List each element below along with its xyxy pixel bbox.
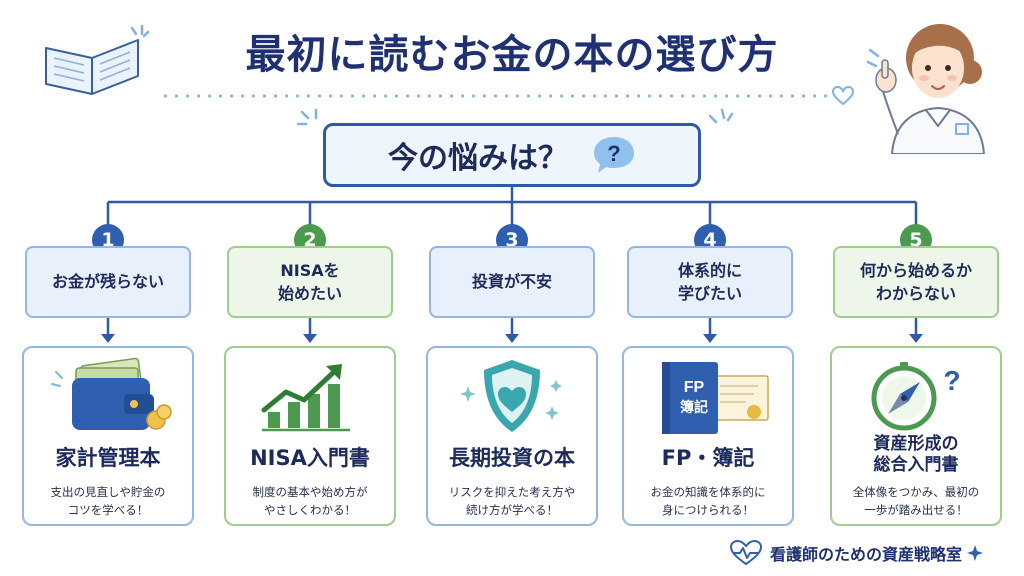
sparkle-lines: [708, 108, 734, 124]
footer-brand-text: 看護師のための資産戦略室: [770, 545, 963, 564]
dotted-divider: [160, 94, 830, 98]
book-type-4: FP・簿記: [661, 446, 755, 470]
book-card-5: ? 資産形成の 総合入門書 全体像をつかみ、最初の 一歩が踏み出せる！: [830, 346, 1002, 526]
book-description-3: リスクを抑えた考え方や 続け方が学べる！: [448, 485, 576, 517]
wallet-icon: [51, 357, 172, 430]
question-text: 今の悩みは？: [388, 141, 568, 176]
fp-label-line2: 簿記: [680, 399, 708, 416]
page-title: 最初に読むお金の本の選び方: [245, 32, 779, 78]
book-type-3: 長期投資の本: [449, 446, 575, 470]
compass-icon: ?: [871, 362, 961, 431]
book-description-1: 支出の見直しや貯金の コツを学べる！: [50, 485, 166, 517]
question-box: 今の悩みは？ ?: [323, 123, 701, 187]
book-description-2: 制度の基本や始め方が やさしくわかる！: [252, 485, 368, 517]
fp-book-icon: FP 簿記: [662, 362, 769, 434]
footer-brand: 看護師のための資産戦略室: [728, 538, 1012, 568]
book-card-3: 長期投資の本 リスクを抑えた考え方や 続け方が学べる！: [426, 346, 598, 526]
book-card-2: NISA入門書 制度の基本や始め方が やさしくわかる！: [224, 346, 396, 526]
fp-label-line1: FP: [684, 379, 705, 396]
compass-question-mark: ?: [943, 365, 960, 396]
question-bubble-icon: ?: [594, 137, 634, 173]
sparkle-lines: [296, 108, 318, 126]
growth-chart-icon: [261, 364, 350, 432]
category-box-1: お金が残らない: [25, 246, 191, 318]
book-card-4: FP 簿記 FP・簿記 お金の知識を体系的に 身につけられる！: [622, 346, 794, 526]
book-type-5: 資産形成の 総合入門書: [873, 434, 959, 476]
category-box-2: NISAを 始めたい: [227, 246, 393, 318]
nurse-illustration: [866, 24, 986, 154]
heart-icon: [832, 86, 854, 106]
category-box-5: 何から始めるか わからない: [833, 246, 999, 318]
category-box-4: 体系的に 学びたい: [627, 246, 793, 318]
book-description-5: 全体像をつかみ、最初の 一歩が踏み出せる！: [852, 485, 980, 517]
sparkle-icon: [967, 545, 984, 561]
open-book-icon: [45, 24, 150, 95]
heartbeat-icon: [729, 539, 763, 566]
shield-heart-icon: [460, 360, 562, 432]
book-description-4: お金の知識を体系的に 身につけられる！: [650, 485, 766, 517]
book-type-2: NISA入門書: [250, 446, 370, 470]
book-type-1: 家計管理本: [55, 446, 161, 470]
question-mark: ?: [607, 141, 620, 166]
book-card-1: 家計管理本 支出の見直しや貯金の コツを学べる！: [22, 346, 194, 526]
category-box-3: 投資が不安: [429, 246, 595, 318]
